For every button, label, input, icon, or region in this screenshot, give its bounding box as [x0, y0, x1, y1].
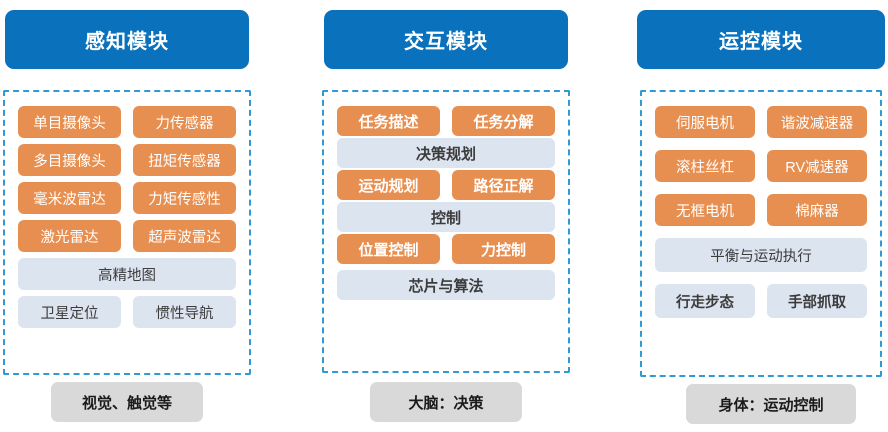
chip-row: 任务描述 任务分解: [337, 106, 555, 136]
chip-row: 控制: [337, 202, 555, 232]
chip-torque-sensitivity[interactable]: 力矩传感性: [133, 182, 236, 214]
chip-row: 无框电机 棉麻器: [655, 194, 867, 226]
dashed-group-motion-control: 伺服电机 谐波减速器 滚柱丝杠 RV减速器 无框电机 棉麻器 平衡与运动执行 行…: [640, 90, 882, 377]
chip-hand-grasping[interactable]: 手部抓取: [767, 284, 867, 318]
chip-control[interactable]: 控制: [337, 202, 555, 232]
chip-torque-sensor[interactable]: 扭矩传感器: [133, 144, 236, 176]
dashed-group-perception: 单目摄像头 力传感器 多目摄像头 扭矩传感器 毫米波雷达 力矩传感性 激光雷达 …: [3, 90, 251, 375]
chip-row: 滚柱丝杠 RV减速器: [655, 150, 867, 182]
column-perception: 感知模块 单目摄像头 力传感器 多目摄像头 扭矩传感器 毫米波雷达 力矩传感性 …: [3, 0, 251, 432]
column-header-label: 交互模块: [404, 31, 488, 53]
chip-row: 决策规划: [337, 138, 555, 168]
column-footer-interaction: 大脑：决策: [370, 382, 522, 422]
chip-rv-reducer[interactable]: RV减速器: [767, 150, 867, 182]
chip-row: 卫星定位 惯性导航: [18, 296, 236, 328]
chip-decision-planning[interactable]: 决策规划: [337, 138, 555, 168]
chip-task-description[interactable]: 任务描述: [337, 106, 440, 136]
chip-ultrasonic-radar[interactable]: 超声波雷达: [133, 220, 236, 252]
chip-row: 单目摄像头 力传感器: [18, 106, 236, 138]
chip-monocular-camera[interactable]: 单目摄像头: [18, 106, 121, 138]
column-header-interaction: 交互模块: [324, 10, 568, 69]
chip-millimeter-wave-radar[interactable]: 毫米波雷达: [18, 182, 121, 214]
chip-lidar[interactable]: 激光雷达: [18, 220, 121, 252]
column-header-motion-control: 运控模块: [637, 10, 885, 69]
chip-row: 芯片与算法: [337, 270, 555, 300]
chip-satellite-positioning[interactable]: 卫星定位: [18, 296, 121, 328]
chip-row: 激光雷达 超声波雷达: [18, 220, 236, 252]
chip-harmonic-reducer[interactable]: 谐波减速器: [767, 106, 867, 138]
chip-task-decomposition[interactable]: 任务分解: [452, 106, 555, 136]
chip-roller-screw[interactable]: 滚柱丝杠: [655, 150, 755, 182]
chip-force-control[interactable]: 力控制: [452, 234, 555, 264]
column-footer-label: 大脑：决策: [408, 394, 484, 412]
chip-linen-device[interactable]: 棉麻器: [767, 194, 867, 226]
dashed-group-interaction: 任务描述 任务分解 决策规划 运动规划 路径正解 控制 位置控制 力控制 芯片与…: [322, 90, 570, 373]
chip-servo-motor[interactable]: 伺服电机: [655, 106, 755, 138]
chip-multiview-camera[interactable]: 多目摄像头: [18, 144, 121, 176]
column-header-perception: 感知模块: [5, 10, 249, 69]
chip-balance-and-motion-execution[interactable]: 平衡与运动执行: [655, 238, 867, 272]
chip-inertial-navigation[interactable]: 惯性导航: [133, 296, 236, 328]
chip-row: 高精地图: [18, 258, 236, 290]
chip-chips-and-algorithms[interactable]: 芯片与算法: [337, 270, 555, 300]
chip-force-sensor[interactable]: 力传感器: [133, 106, 236, 138]
chip-walking-gait[interactable]: 行走步态: [655, 284, 755, 318]
chip-forward-kinematics[interactable]: 路径正解: [452, 170, 555, 200]
column-motion-control: 运控模块 伺服电机 谐波减速器 滚柱丝杠 RV减速器 无框电机 棉麻器 平衡与运…: [637, 0, 885, 432]
chip-row: 平衡与运动执行: [655, 238, 867, 272]
chip-row: 伺服电机 谐波减速器: [655, 106, 867, 138]
column-footer-label: 身体：运动控制: [718, 396, 824, 414]
chip-row: 毫米波雷达 力矩传感性: [18, 182, 236, 214]
chip-motion-planning[interactable]: 运动规划: [337, 170, 440, 200]
column-footer-perception: 视觉、触觉等: [51, 382, 203, 422]
column-footer-motion-control: 身体：运动控制: [686, 384, 856, 424]
chip-row: 行走步态 手部抓取: [655, 284, 867, 318]
column-header-label: 感知模块: [85, 31, 169, 53]
chip-row: 运动规划 路径正解: [337, 170, 555, 200]
column-header-label: 运控模块: [719, 31, 803, 53]
chip-frameless-motor[interactable]: 无框电机: [655, 194, 755, 226]
chip-row: 位置控制 力控制: [337, 234, 555, 264]
column-interaction: 交互模块 任务描述 任务分解 决策规划 运动规划 路径正解 控制 位置控制 力控…: [322, 0, 570, 432]
column-footer-label: 视觉、触觉等: [81, 394, 172, 412]
chip-row: 多目摄像头 扭矩传感器: [18, 144, 236, 176]
chip-hd-map[interactable]: 高精地图: [18, 258, 236, 290]
chip-position-control[interactable]: 位置控制: [337, 234, 440, 264]
